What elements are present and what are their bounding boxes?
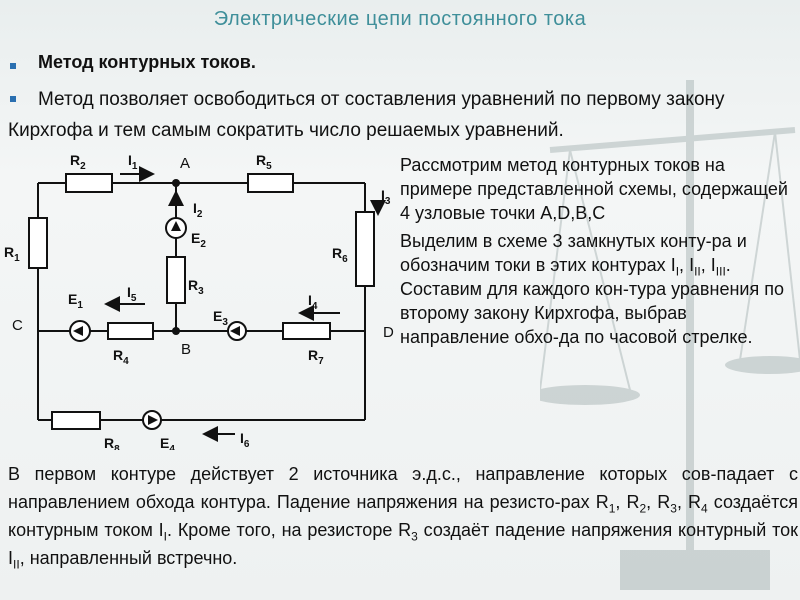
- bottom-explanation: В первом контуре действует 2 источника э…: [8, 464, 798, 572]
- label-e2: E2: [191, 230, 206, 250]
- label-i1: I1: [128, 152, 138, 172]
- right-explanation: Рассмотрим метод контурных токов на прим…: [400, 153, 795, 353]
- label-r6: R6: [332, 245, 348, 265]
- method-heading: Метод контурных токов.: [38, 52, 256, 72]
- resistor-r4: [107, 322, 154, 340]
- label-e3: E3: [213, 308, 228, 328]
- page-title: Электрические цепи постоянного тока: [213, 8, 587, 30]
- background-scale-decoration: [540, 80, 800, 590]
- label-i5: I5: [127, 284, 137, 304]
- label-r3: R3: [188, 277, 204, 297]
- label-i6: I6: [240, 430, 250, 450]
- label-r1: R1: [4, 244, 20, 264]
- label-i3: I3: [381, 187, 391, 207]
- right-paragraph-1: Рассмотрим метод контурных токов на прим…: [400, 155, 788, 223]
- right-paragraph-2: Выделим в схеме 3 замкнутых конту-ра и о…: [400, 231, 784, 347]
- label-r8: R8: [104, 435, 120, 450]
- label-r2: R2: [70, 152, 86, 172]
- bullet-marker: [10, 96, 16, 102]
- method-description: Метод позволяет освободиться от составле…: [8, 89, 725, 141]
- resistor-r8: [51, 411, 101, 430]
- circuit-diagram: R2 I1 A R5 I2 E2 I3 R1 R6 R3 I5 E1 I4 E3…: [4, 152, 394, 450]
- label-e4: E4: [160, 435, 175, 450]
- resistor-r6: [355, 211, 375, 287]
- label-node-c: C: [12, 317, 23, 334]
- resistor-r5: [247, 173, 294, 193]
- bullet-marker: [10, 63, 16, 69]
- label-r5: R5: [256, 152, 272, 172]
- label-node-b: B: [181, 341, 191, 358]
- resistor-r2: [65, 173, 113, 193]
- label-node-a: A: [180, 155, 190, 172]
- resistor-r3: [166, 256, 186, 304]
- label-i4: I4: [308, 292, 318, 312]
- label-node-d: D: [383, 324, 394, 341]
- label-e1: E1: [68, 291, 83, 311]
- resistor-r7: [282, 322, 331, 340]
- resistor-r1: [28, 217, 48, 269]
- label-r4: R4: [113, 347, 129, 367]
- label-r7: R7: [308, 347, 324, 367]
- label-i2: I2: [193, 200, 203, 220]
